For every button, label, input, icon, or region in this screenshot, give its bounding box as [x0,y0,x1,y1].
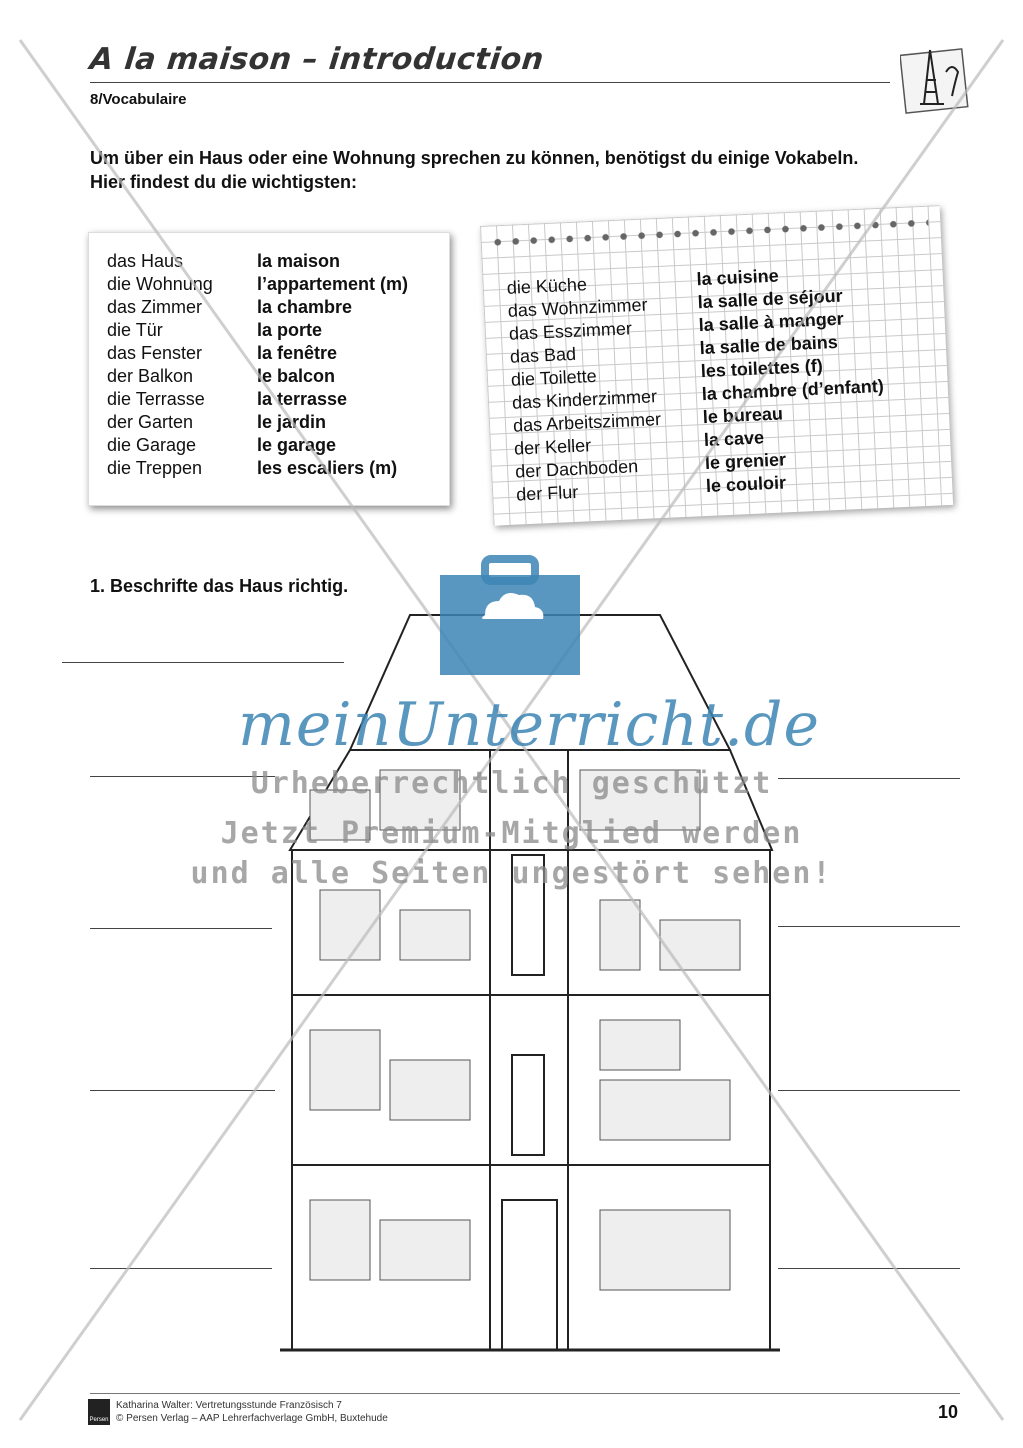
vocab-row: der Balkon le balcon [107,365,335,388]
vocab-german: die Terrasse [107,389,205,409]
vocab-row: das Haus la maison [107,250,340,273]
vocab-french: le jardin [257,412,327,432]
answer-line-left-5[interactable] [90,1268,272,1269]
intro-text: Um über ein Haus oder eine Wohnung sprec… [90,146,930,194]
vocab-german: die Tür [107,320,163,340]
answer-line-attic[interactable] [62,662,344,663]
vocab-row: das Zimmer la chambre [107,296,352,319]
vocab-card-basic: das Haus la maison die Wohnung l’apparteme… [88,232,450,506]
vocab-french: la porte [257,320,323,340]
vocab-row: die Wohnung l’appartement (m) [107,273,408,296]
vocab-row: die Treppen les escaliers (m) [107,457,397,480]
answer-line-right-3[interactable] [778,926,960,927]
vocab-french: la cuisine [696,265,780,290]
vocab-row: die Tür la porte [107,319,322,342]
eiffel-tower-icon [899,42,970,114]
vocab-french: les escaliers (m) [257,458,398,478]
page-subtitle: 8/Vocabulaire [90,91,187,108]
answer-line-left-2[interactable] [90,776,275,777]
vocab-french: la chambre [257,297,353,317]
vocab-french: le garage [257,435,337,455]
footer-author: Katharina Walter: Vertretungsstunde Fran… [116,1400,342,1411]
intro-line-1: Um über ein Haus oder eine Wohnung sprec… [90,148,859,168]
vocab-row: die Garage le garage [107,434,336,457]
answer-line-left-4[interactable] [90,1090,275,1091]
footer-copyright: © Persen Verlag – AAP Lehrerfachverlage … [116,1413,388,1424]
vocab-row: das Fenster la fenêtre [107,342,337,365]
answer-line-right-4[interactable] [778,1090,960,1091]
answer-line-right-2[interactable] [778,778,960,779]
vocab-french: le grenier [704,449,787,474]
vocab-german: der Garten [107,412,194,432]
publisher-logo: Persen [88,1399,110,1425]
vocab-french: la maison [257,251,341,271]
vocab-german: das Haus [107,251,184,271]
footer-rule [90,1393,960,1394]
answer-line-right-5[interactable] [778,1268,960,1269]
vocab-french: l’appartement (m) [257,274,409,294]
header-rule [90,82,890,83]
vocab-german: die Garage [107,435,197,455]
house-illustration [280,600,780,1390]
page-title: A la maison – introduction [88,42,546,77]
page-number: 10 [938,1402,959,1422]
vocab-row: der Garten le jardin [107,411,326,434]
vocab-german: die Treppen [107,458,203,478]
vocab-row: die Terrasse la terrasse [107,388,347,411]
vocab-french: les toilettes (f) [700,355,824,382]
exercise-label: 1. Beschrifte das Haus richtig. [90,576,349,596]
vocab-french: la terrasse [257,389,348,409]
vocab-french: le bureau [702,403,784,428]
vocab-german: das Zimmer [107,297,203,317]
intro-line-2: Hier findest du die wichtigsten: [90,172,358,192]
notepad-spiral [488,213,929,252]
vocab-french: le balcon [257,366,336,386]
vocab-german: die Wohnung [107,274,213,294]
vocab-french: la fenêtre [257,343,338,363]
vocab-french: la cave [703,427,765,451]
answer-line-left-3[interactable] [90,928,272,929]
vocab-french: le couloir [705,472,787,497]
vocab-german: das Fenster [107,343,203,363]
vocab-german: der Balkon [107,366,194,386]
